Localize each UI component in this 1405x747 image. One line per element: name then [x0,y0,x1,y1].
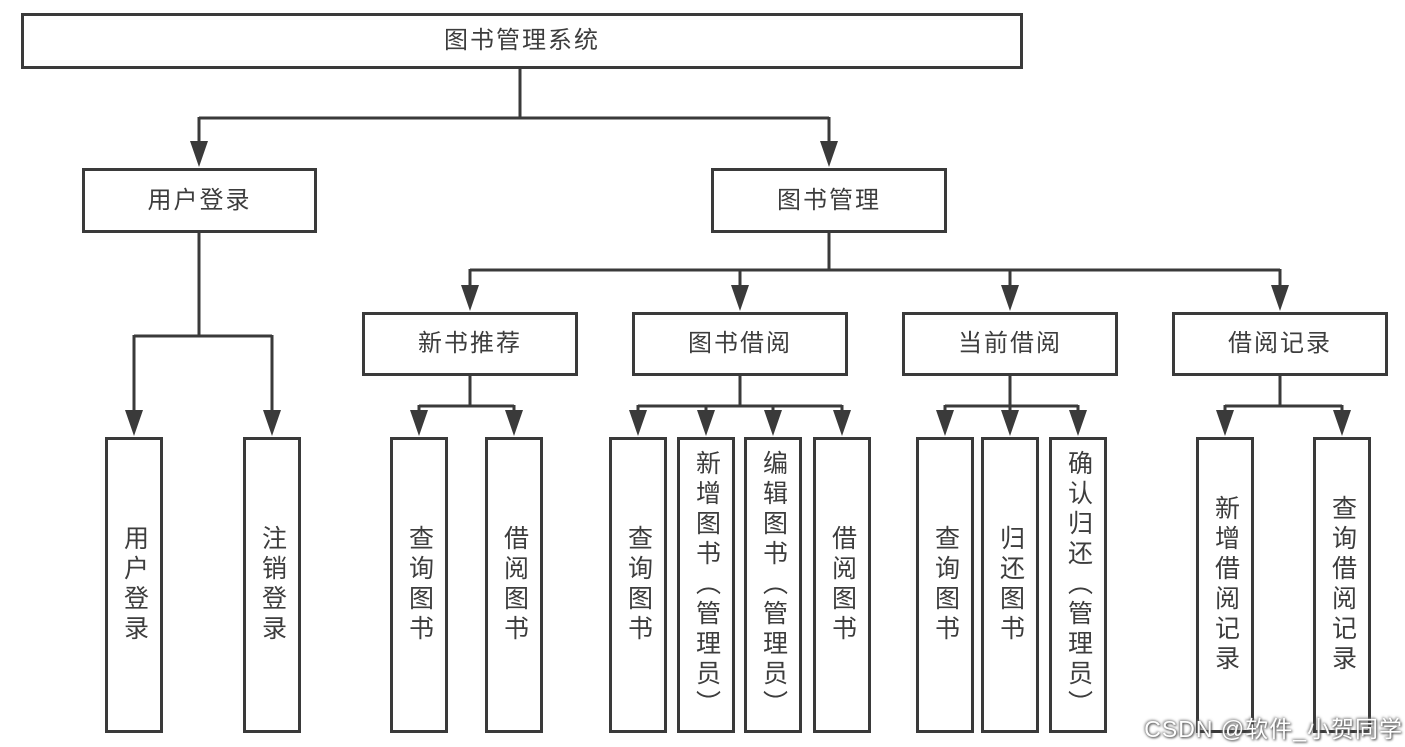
node-book-borrowing: 图书借阅 [632,312,848,376]
connector-recommend-to-leaves [417,376,516,415]
connector-userlogin-to-leaves [132,233,274,415]
leaf-user-login: 用户登录 [105,437,163,733]
leaf-recommend-query-books: 查询图书 [390,437,448,733]
csdn-watermark: CSDN @软件_小贺同学 [1144,716,1403,742]
arrowheads [125,141,1351,436]
leaf-recommend-borrow-books: 借阅图书 [485,437,543,733]
node-book-management: 图书管理 [711,168,947,233]
node-borrowing-records: 借阅记录 [1172,312,1388,376]
connector-borrowing-to-leaves [636,376,844,415]
leaf-borrowing-add-books-admin: 新增图书（管理员） [677,437,735,733]
connector-records-to-leaves [1223,376,1344,415]
leaf-borrowing-query-books: 查询图书 [609,437,667,733]
leaf-borrowing-edit-books-admin: 编辑图书（管理员） [744,437,802,733]
leaf-logout: 注销登录 [243,437,301,733]
leaf-borrowing-borrow-books: 借阅图书 [813,437,871,733]
connector-root-to-level2 [197,69,831,146]
leaf-current-return-books: 归还图书 [981,437,1039,733]
node-user-login: 用户登录 [82,168,317,233]
leaf-records-query-record: 查询借阅记录 [1313,437,1371,733]
connector-bookmgmt-to-level3 [468,233,1282,290]
node-new-book-recommendation: 新书推荐 [362,312,578,376]
leaf-records-add-record: 新增借阅记录 [1196,437,1254,733]
leaf-current-query-books: 查询图书 [916,437,974,733]
connector-current-to-leaves [943,376,1080,415]
leaf-current-confirm-return-admin: 确认归还（管理员） [1049,437,1107,733]
node-current-borrowing: 当前借阅 [902,312,1118,376]
node-root: 图书管理系统 [21,13,1023,69]
